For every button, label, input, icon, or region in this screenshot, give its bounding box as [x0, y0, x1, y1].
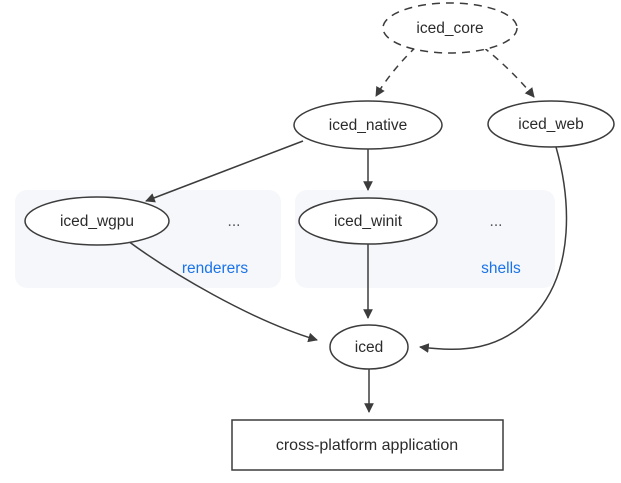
node-iced-native[interactable]: iced_native: [293, 100, 443, 150]
edges-layer: [127, 46, 568, 413]
node-iced-wgpu-label: iced_wgpu: [60, 213, 134, 230]
node-iced[interactable]: iced: [329, 324, 409, 370]
node-iced-native-label: iced_native: [329, 117, 407, 134]
edge-core-to-native: [375, 46, 417, 97]
shells-more-ellipsis-icon: ...: [490, 213, 503, 230]
node-iced-winit-shape: [298, 197, 438, 245]
renderers-more-ellipsis-icon: ...: [228, 213, 241, 230]
node-iced-winit-label: iced_winit: [334, 213, 403, 230]
edge-wgpu-to-iced: [127, 240, 318, 343]
cluster-shells-label: shells: [481, 260, 521, 277]
edge-core-to-web: [482, 46, 535, 98]
node-iced-web-label: iced_web: [518, 116, 584, 133]
node-iced-core-shape: [382, 2, 518, 54]
node-iced-native-shape: [293, 100, 443, 150]
node-iced-shape: [329, 324, 409, 370]
cluster-renderers-label: renderers: [182, 260, 249, 277]
node-iced-wgpu-shape: [24, 196, 170, 246]
node-cross-platform-application[interactable]: cross-platform application: [231, 419, 504, 471]
edge-web-to-iced: [419, 146, 568, 353]
node-iced-web[interactable]: iced_web: [487, 100, 615, 148]
edge-native-to-wgpu: [145, 140, 304, 203]
node-application-label: cross-platform application: [276, 437, 458, 454]
node-application-shape: [231, 419, 504, 471]
node-iced-core[interactable]: iced_core: [382, 2, 518, 54]
node-iced-label: iced: [355, 339, 383, 356]
node-iced-core-label: iced_core: [416, 20, 483, 37]
node-iced-wgpu[interactable]: iced_wgpu: [24, 196, 170, 246]
node-iced-winit[interactable]: iced_winit: [298, 197, 438, 245]
node-iced-web-shape: [487, 100, 615, 148]
